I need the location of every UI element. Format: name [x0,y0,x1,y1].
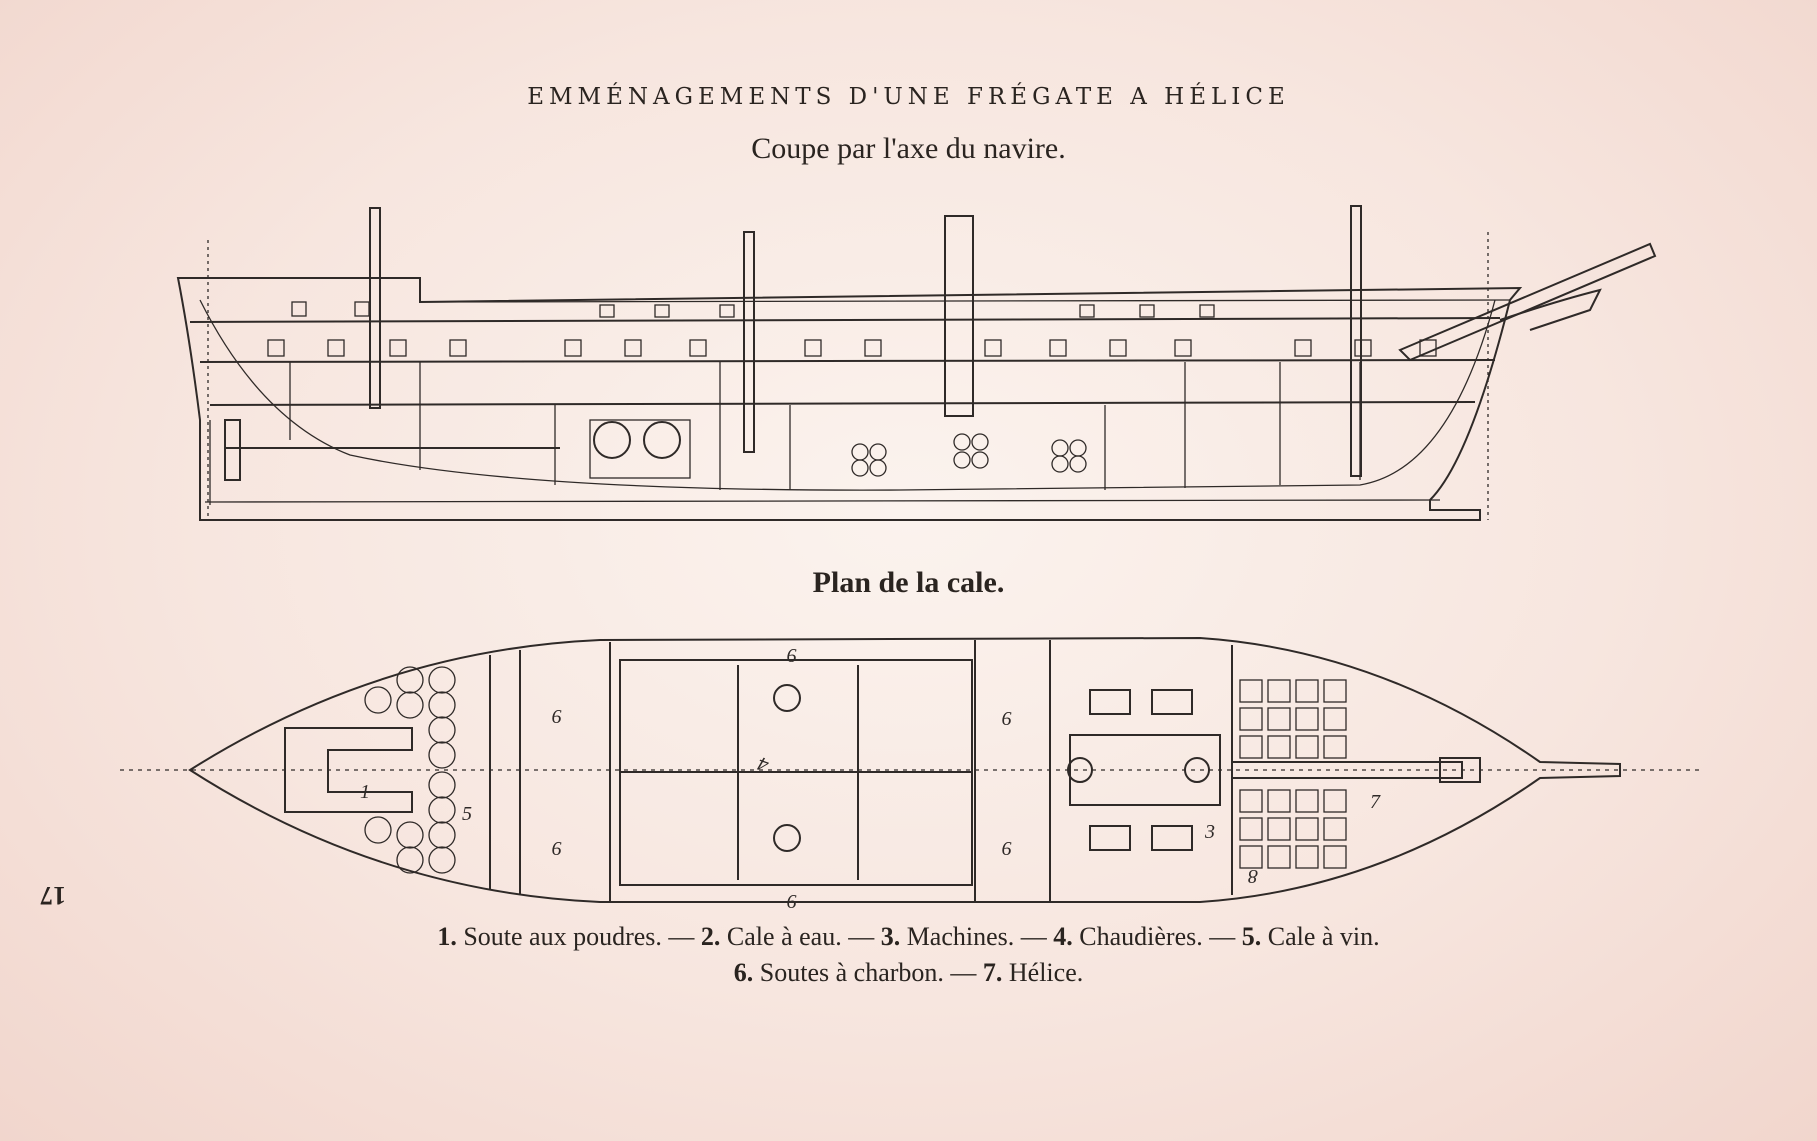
propeller [224,419,241,481]
legend-num: 3. [880,922,901,951]
boiler-block [619,659,973,886]
inner-hull [199,299,1496,491]
gunports-row-1 [291,301,1215,318]
deck-line-upper [189,317,1501,323]
plan-number: 9 [552,837,562,859]
plan-number: 7 [1370,791,1381,813]
wine-barrels [364,666,456,874]
page-number: 17 [40,881,66,910]
mizzen-mast [369,207,381,409]
legend-line-1: 1. Soute aux poudres. — 2. Cale à eau. —… [0,922,1817,952]
legend-num: 5. [1241,922,1262,951]
legend-num: 2. [700,922,721,951]
water-tanks [1239,679,1347,869]
keel-line [204,499,1441,503]
deck-line-lower [209,401,1476,406]
gunports-row-2 [267,339,1437,357]
deck-line-middle [199,359,1496,363]
hold-outline [188,636,1621,903]
legend-text: Soutes à charbon. — [753,958,983,987]
section-title-hold-plan: Plan de la cale. [812,566,1005,599]
funnel [944,215,974,417]
legend-num: 1. [437,922,457,951]
main-mast [743,231,755,453]
bowsprit [1398,242,1657,362]
fore-mast [1350,205,1362,477]
boilers [851,433,1087,477]
legend-text: Cale à vin. [1261,922,1380,951]
plan-number: 1 [360,781,370,803]
legend-text: Machines. — [900,922,1054,951]
propeller-shaft-plan [1231,761,1463,779]
plan-numbers: 9 9 4 9 9 9 1 5 9 3 8 7 [360,644,1381,912]
legend-text: Cale à eau. — [720,922,881,951]
powder-magazine [284,727,413,813]
plan-number: 9 [1002,707,1012,729]
page-title: EMMÉNAGEMENTS D'UNE FRÉGATE A HÉLICE [527,84,1290,110]
legend-text: Chaudières. — [1072,922,1242,951]
plan-number: 9 [787,890,797,912]
legend-text: Soute aux poudres. — [456,922,701,951]
engine-plan [1067,689,1221,851]
legend-line-2: 6. Soutes à charbon. — 7. Hélice. [0,958,1817,988]
propeller-plan [1439,757,1481,783]
plan-number: 9 [787,644,797,666]
legend-num: 4. [1053,922,1073,951]
legend-num: 7. [982,958,1003,987]
plan-number: 9 [1002,837,1012,859]
legend-text: Hélice. [1002,958,1084,987]
plan-number: 3 [1204,821,1215,843]
section-title-cross-section: Coupe par l'axe du navire. [751,132,1066,165]
plan-number: 8 [1248,865,1258,887]
spar-deck-line [419,299,1511,303]
plan-number: 5 [462,803,472,825]
engine-machinery [589,419,691,479]
legend-num: 6. [733,958,754,987]
plan-number: 9 [552,705,562,727]
bow-figurehead [1499,288,1602,331]
